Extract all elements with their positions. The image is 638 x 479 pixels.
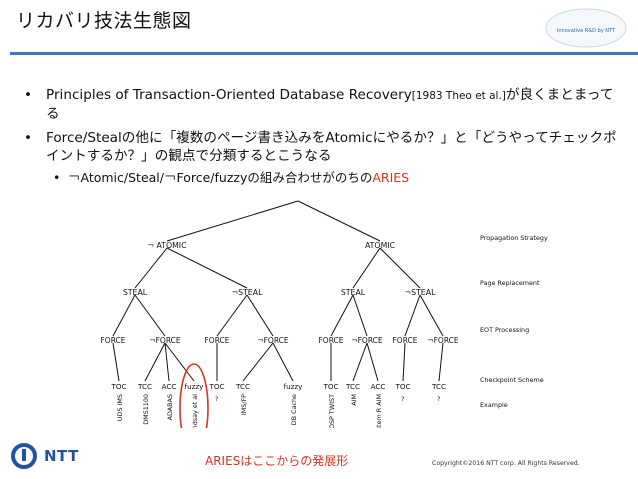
node-level2: ¬STEAL [232, 288, 264, 297]
node-level3: FORCE [318, 336, 343, 345]
node-level4: TCC [345, 382, 360, 391]
node-level3: ¬FORCE [351, 336, 383, 345]
node-level3: ¬FORCE [427, 336, 459, 345]
title-rule [10, 52, 638, 55]
node-level3: ¬FORCE [149, 336, 181, 345]
ntt-logo-icon [11, 443, 37, 469]
copyright: Copyright©2016 NTT corp. All Rights Rese… [432, 460, 580, 467]
node-level5: AIM [350, 394, 358, 406]
node-level2: STEAL [341, 288, 366, 297]
aries-caption: ARIESはここからの発展形 [205, 454, 349, 468]
node-level5: ? [437, 395, 440, 403]
node-level4: TOC [322, 382, 338, 391]
sub-bullet-highlight: ARIES [372, 170, 410, 185]
level4-labels: TOC TCC ACC fuzzy TOC TCC fuzzy TOC TCC … [110, 382, 446, 391]
node-level5: DMS1100 [142, 394, 150, 425]
node-level4: ACC [162, 382, 177, 391]
bullet-dot: • [53, 170, 61, 185]
legend-label: Example [480, 401, 508, 409]
node-level5: System R AIM [375, 394, 383, 428]
aries-highlight-ring [179, 363, 209, 428]
node-level5: Lindsay et al [191, 394, 199, 428]
node-level2: ¬STEAL [405, 288, 437, 297]
ntt-logo: NTT [10, 441, 79, 471]
node-level4: TCC [235, 382, 250, 391]
node-level5: UDS IMS [116, 394, 124, 421]
node-level4: TOC [394, 382, 410, 391]
node-level4: TCC [431, 382, 446, 391]
node-level4: TOC [208, 382, 224, 391]
node-level4: TCC [137, 382, 152, 391]
node-level4: fuzzy [185, 382, 205, 391]
legend-label: EOT Processing [480, 326, 529, 334]
level1-labels: ¬ ATOMIC ATOMIC [147, 241, 395, 250]
node-level4: TOC [110, 382, 126, 391]
bullet-1-tail: が良くまとまってる [46, 87, 614, 122]
sub-bullet: • ￢Atomic/Steal/￢Force/fuzzyの組み合わせがのちのAR… [24, 170, 624, 186]
node-level3: ¬FORCE [257, 336, 289, 345]
node-level3: FORCE [204, 336, 229, 345]
bullet-dot: • [24, 87, 33, 103]
sub-bullet-text: ￢Atomic/Steal/￢Force/fuzzyの組み合わせがのちの [68, 170, 373, 185]
node-level5: IMS/FP [240, 394, 248, 415]
node-level5: TOSP TWIST [328, 394, 336, 428]
bullet-1: • Principles of Transaction-Oriented Dat… [24, 86, 624, 123]
bullet-list: • Principles of Transaction-Oriented Dat… [24, 86, 624, 186]
node-level4: fuzzy [284, 382, 304, 391]
level2-labels: STEAL ¬STEAL STEAL ¬STEAL [123, 288, 436, 297]
legend-label: Checkpoint Scheme [480, 376, 544, 384]
ntt-logo-text: NTT [44, 447, 79, 465]
node-level5: ? [401, 395, 404, 403]
bullet-1-main: Principles of Transaction-Oriented Datab… [46, 87, 412, 103]
level3-labels: FORCE ¬FORCE FORCE ¬FORCE FORCE ¬FORCE F… [100, 336, 458, 345]
tree-edges [112, 200, 444, 382]
recovery-tree: ¬ ATOMIC ATOMIC STEAL ¬STEAL STEAL ¬STEA… [100, 200, 548, 428]
ntt-badge: Innovative R&D by NTT [545, 8, 627, 48]
level5-labels: UDS IMS DMS1100 ADABAS Lindsay et al ? I… [116, 394, 440, 428]
node-level5: ? [215, 395, 218, 403]
bullet-2-main: Force/Stealの他に「複数のページ書き込みをAtomicにやるか？」と「… [46, 130, 617, 164]
node-level1: ATOMIC [365, 241, 396, 250]
node-level5: DB Cache [290, 394, 298, 425]
node-level3: FORCE [392, 336, 417, 345]
badge-text: Innovative R&D by NTT [557, 28, 616, 34]
slide-title: リカバリ技法生態図 [16, 10, 192, 32]
legend-label: Propagation Strategy [480, 234, 548, 242]
legend-label: Page Replacement [480, 279, 540, 287]
node-level3: FORCE [100, 336, 125, 345]
bullet-dot: • [24, 130, 33, 146]
node-level2: STEAL [123, 288, 148, 297]
node-level1: ¬ ATOMIC [147, 241, 187, 250]
node-level4: ACC [371, 382, 386, 391]
node-level5: ADABAS [166, 394, 174, 420]
bullet-2: • Force/Stealの他に「複数のページ書き込みをAtomicにやるか？」… [24, 129, 624, 165]
legend: Propagation Strategy Page Replacement EO… [480, 234, 548, 409]
bullet-1-cite: [1983 Theo et al.] [411, 90, 506, 102]
